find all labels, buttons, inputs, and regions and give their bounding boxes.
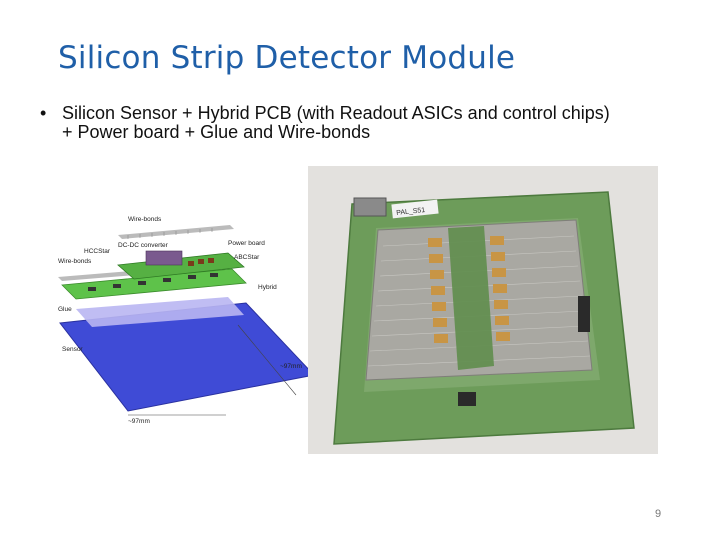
label-dimension-bottom: ~97mm <box>128 418 150 425</box>
label-hccstar: HCCStar <box>84 248 111 255</box>
connector-top <box>353 197 387 217</box>
connector-right <box>578 296 590 332</box>
module-exploded-diagram: Wire-bonds DC-DC converter Power board H… <box>58 205 316 425</box>
bullet-dot: • <box>40 103 47 123</box>
slide-title: Silicon Strip Detector Module <box>58 40 516 76</box>
bullet-text: Silicon Sensor + Hybrid PCB (with Readou… <box>62 103 610 142</box>
dcdc-converter-box <box>145 250 183 266</box>
pcb-label-sticker <box>391 199 439 219</box>
readout-chips <box>428 236 510 343</box>
label-wire-bonds-top: Wire-bonds <box>128 216 162 223</box>
hybrid-chips <box>88 273 218 291</box>
label-hybrid: Hybrid <box>258 284 277 291</box>
module-photo: PAL_S51 <box>308 166 658 454</box>
connector-bottom <box>458 392 476 406</box>
label-wire-bonds-side: Wire-bonds <box>58 258 92 265</box>
page-number: 9 <box>655 508 662 520</box>
hybrid-strip <box>448 226 494 370</box>
label-abcstar: ABCStar <box>234 254 260 261</box>
label-glue: Glue <box>58 306 72 313</box>
label-power-board: Power board <box>228 240 265 247</box>
label-dcdc-converter: DC-DC converter <box>118 242 169 249</box>
label-dimension-side: ~97mm <box>280 363 302 370</box>
pcb-label-text: PAL_S51 <box>396 207 426 217</box>
label-sensor: Sensor <box>62 346 83 353</box>
glue-layer <box>76 297 244 327</box>
